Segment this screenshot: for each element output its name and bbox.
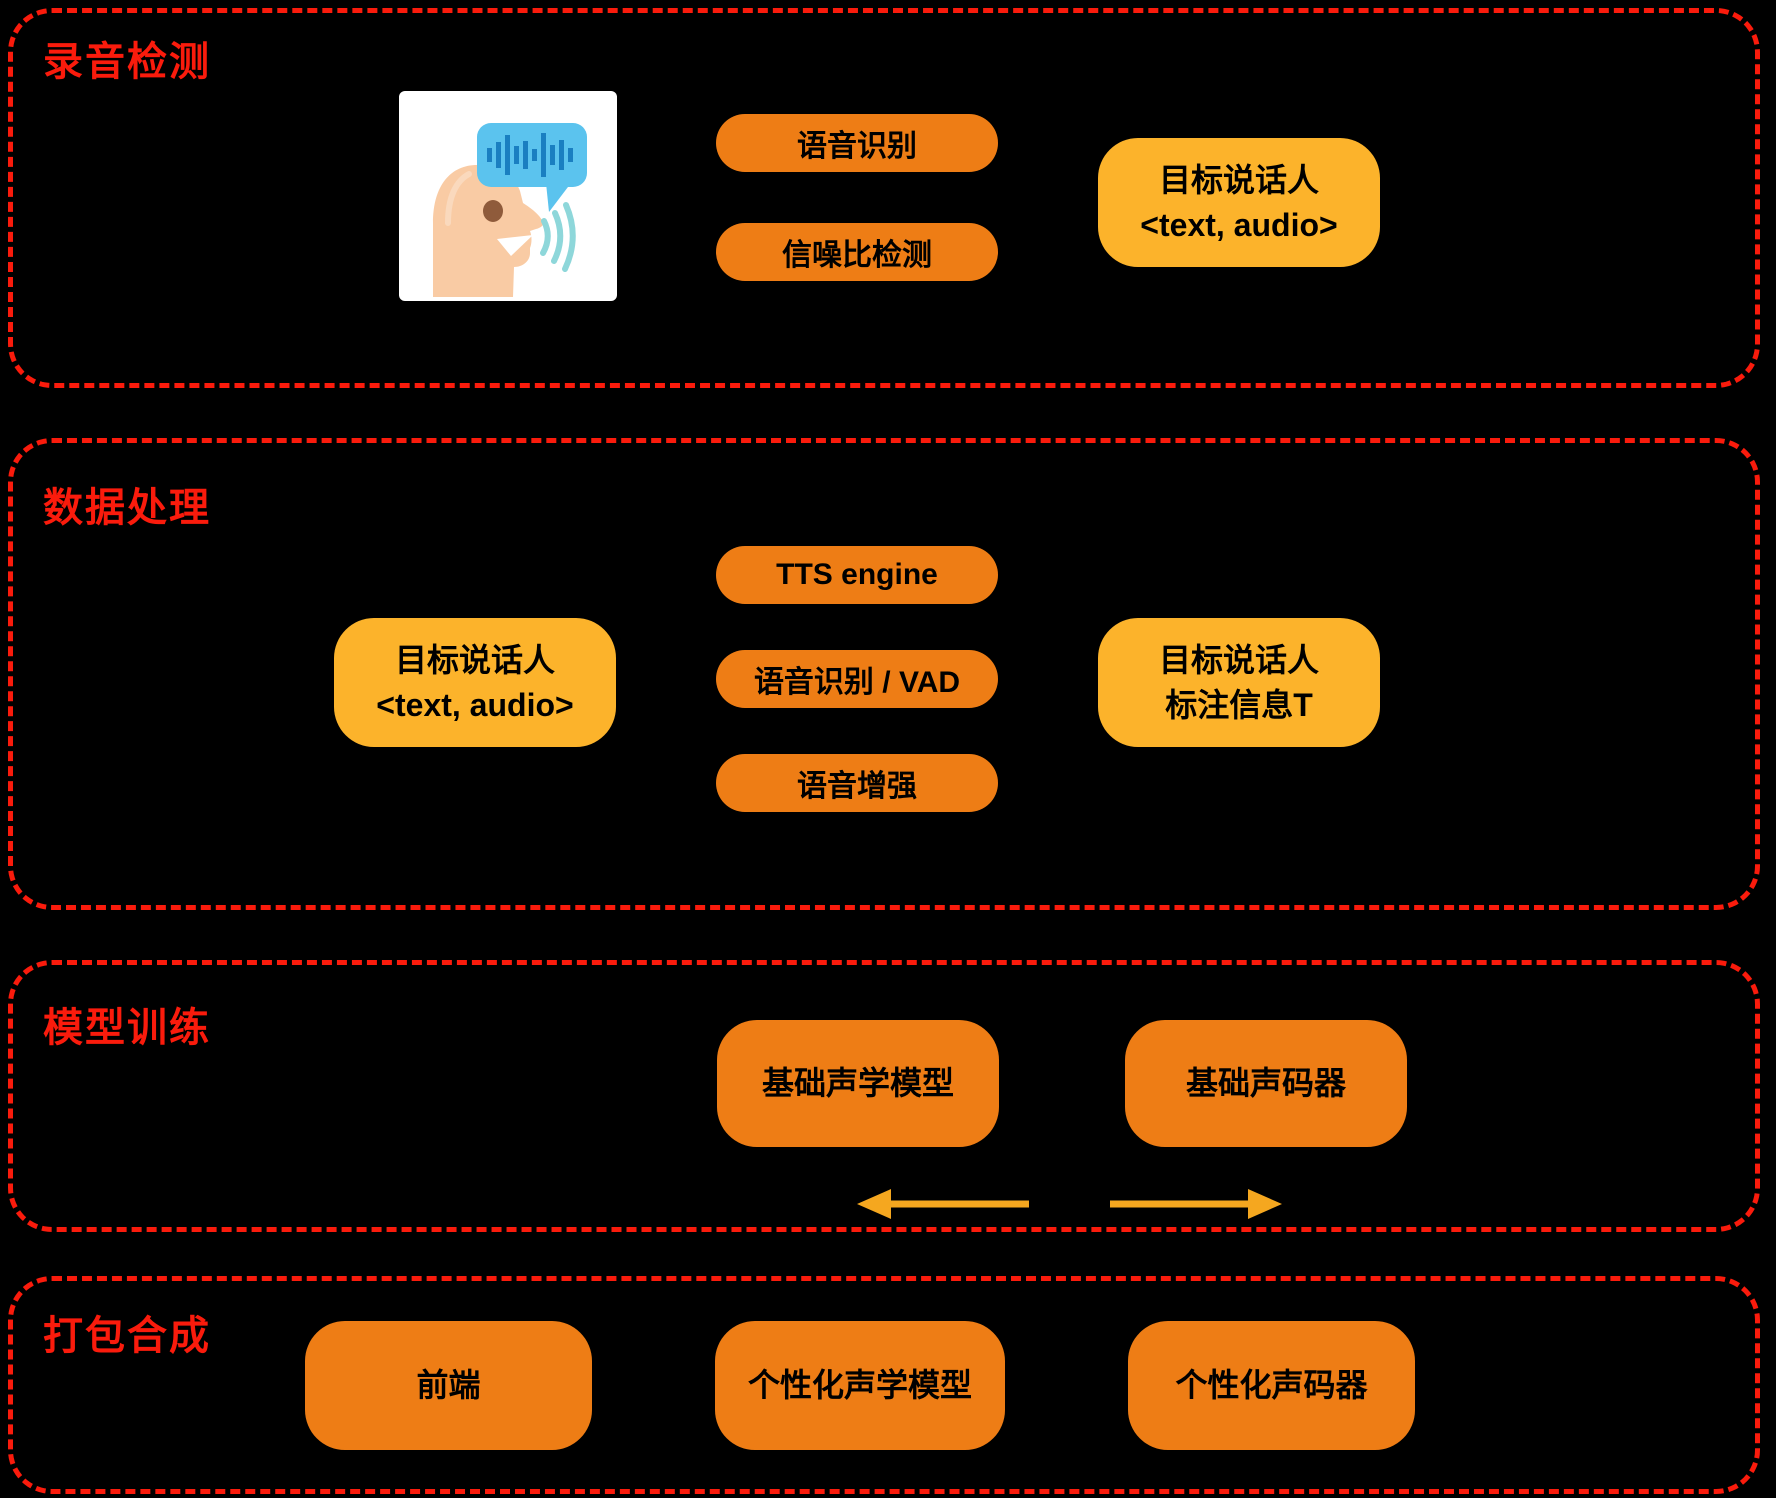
arrow-right-icon — [1110, 1189, 1282, 1219]
node-target-speaker-input: 目标说话人 <text, audio> — [334, 618, 616, 747]
section-recording-detection: 录音检测 — [8, 8, 1760, 388]
section-packaging-synthesis: 打包合成 前端 个性化声学模型 个性化声码器 — [8, 1276, 1760, 1494]
node-line: 目标说话人 — [1158, 641, 1319, 678]
waveform-icon — [487, 133, 573, 177]
person-speaking-icon — [399, 91, 617, 301]
node-line: <text, audio> — [376, 686, 574, 723]
section-label: 模型训练 — [43, 1006, 211, 1050]
node-line: <text, audio> — [1140, 206, 1338, 243]
sound-waves-icon — [540, 202, 576, 272]
section-label: 打包合成 — [43, 1314, 211, 1358]
arrow-left-icon — [857, 1189, 1029, 1219]
section-label: 数据处理 — [43, 486, 211, 530]
node-base-vocoder: 基础声码器 — [1125, 1020, 1407, 1147]
section-model-training: 模型训练 基础声学模型 基础声码器 — [8, 960, 1760, 1232]
node-speech-recognition: 语音识别 — [716, 114, 998, 172]
person-speaking-icon — [433, 123, 587, 297]
node-line: 标注信息T — [1165, 686, 1313, 723]
node-line: 目标说话人 — [1158, 161, 1319, 198]
node-snr-detection: 信噪比检测 — [716, 223, 998, 281]
node-annotation-output: 目标说话人 标注信息T — [1098, 618, 1380, 747]
node-base-acoustic-model: 基础声学模型 — [717, 1020, 999, 1147]
node-personalized-acoustic-model: 个性化声学模型 — [715, 1321, 1005, 1450]
node-personalized-vocoder: 个性化声码器 — [1128, 1321, 1415, 1450]
node-frontend: 前端 — [305, 1321, 592, 1450]
node-asr-vad: 语音识别 / VAD — [716, 650, 998, 708]
node-target-speaker-output: 目标说话人 <text, audio> — [1098, 138, 1380, 267]
node-tts-engine: TTS engine — [716, 546, 998, 604]
node-speech-enhancement: 语音增强 — [716, 754, 998, 812]
node-line: 目标说话人 — [394, 641, 555, 678]
section-data-processing: 数据处理 目标说话人 <text, audio> TTS engine 语音识别… — [8, 438, 1760, 910]
section-label: 录音检测 — [43, 40, 211, 84]
